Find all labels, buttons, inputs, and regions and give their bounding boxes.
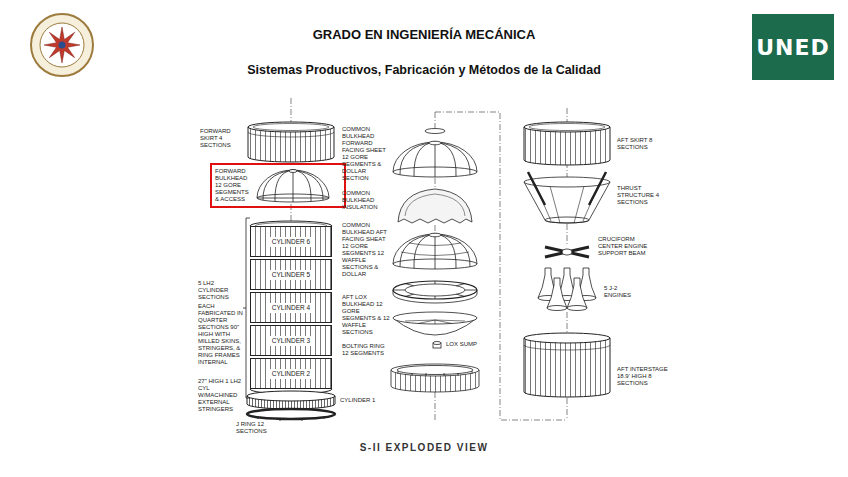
cylinder-bracket	[243, 218, 250, 398]
aft-interstage	[524, 333, 610, 397]
j-ring	[247, 409, 335, 421]
part-label: J RING 12 SECTIONS	[236, 421, 288, 435]
part-label: AFT SKIRT 8 SECTIONS	[617, 137, 673, 151]
cylinder-section: CYLINDER 3	[250, 325, 332, 356]
common-bulkhead-aft-sheet	[429, 233, 441, 237]
forward-bulkhead-dome	[257, 170, 329, 203]
section-label: CYLINDER 6	[268, 237, 314, 247]
lox-sump	[433, 342, 441, 345]
aft-skirt	[529, 124, 605, 131]
forward-skirt	[248, 122, 334, 132]
thrust-structure	[524, 172, 610, 223]
part-label: CYLINDER 1	[340, 397, 384, 404]
part-label: LOX SUMP	[446, 341, 486, 348]
lh2-cylinders	[250, 221, 332, 394]
section-label: CYLINDER 4	[268, 303, 314, 313]
j2-engines	[567, 278, 587, 308]
waffle-ring	[393, 281, 477, 303]
cruciform-beam	[562, 249, 572, 255]
thrust-structure	[545, 217, 589, 223]
university-seal	[40, 23, 84, 67]
cruciform-beam	[545, 247, 589, 257]
course-subtitle: Sistemas Productivos, Fabricación y Méto…	[0, 63, 848, 78]
part-label: EACH FABRICATED IN QUARTER SECTIONS 90" …	[198, 303, 244, 366]
aft-lox-bulkhead	[405, 320, 465, 324]
thrust-structure	[524, 177, 610, 187]
common-bulkhead-forward-sheet	[400, 142, 470, 177]
aft-lox-bulkhead	[393, 312, 477, 324]
waffle-ring	[393, 281, 477, 299]
university-seal	[31, 14, 93, 76]
aft-skirt	[524, 127, 610, 165]
common-bulkhead-forward-sheet	[425, 129, 445, 134]
university-seal	[31, 14, 93, 76]
common-bulkhead-forward-sheet	[429, 141, 441, 145]
cylinder-section: CYLINDER 6	[250, 226, 332, 257]
part-label: THRUST STRUCTURE 4 SECTIONS	[617, 185, 673, 206]
waffle-ring	[405, 284, 465, 296]
forward-skirt	[248, 122, 334, 162]
part-label: AFT INTERSTAGE 18.9' HIGH 8 SECTIONS	[617, 366, 673, 387]
j2-engines	[538, 268, 596, 311]
common-bulkhead-aft-sheet	[393, 233, 477, 269]
bolting-ring	[391, 364, 479, 376]
section-label: CYLINDER 3	[268, 336, 314, 346]
aft-skirt	[524, 122, 610, 165]
aft-interstage	[524, 333, 610, 343]
bulkhead-insulation	[398, 189, 472, 223]
cylinder-section: CYLINDER 5	[250, 259, 332, 290]
bolting-ring	[391, 364, 479, 392]
cylinder-section: CYLINDER 4	[250, 292, 332, 323]
j-ring	[247, 409, 335, 419]
cylinder-section: CYLINDER 2	[250, 358, 332, 389]
aft-interstage	[524, 338, 610, 397]
bulkhead-insulation	[405, 194, 465, 216]
bolting-ring	[398, 371, 472, 376]
cylinder-1-ring	[247, 391, 335, 409]
cruciform-beam	[545, 247, 589, 257]
aft-skirt	[524, 122, 610, 132]
part-label: FORWARD SKIRT 4 SECTIONS	[200, 128, 244, 149]
forward-bulkhead-dome	[289, 170, 297, 173]
j-ring	[258, 417, 324, 421]
common-bulkhead-aft-sheet	[401, 243, 469, 256]
part-label: FORWARD BULKHEAD 12 GORE SEGMENTS & ACCE…	[215, 168, 253, 203]
aft-interstage	[524, 345, 610, 350]
bolting-ring	[397, 366, 473, 375]
part-label: AFT LOX BULKHEAD 12 GORE SEGMENTS & 12 W…	[342, 294, 392, 336]
part-label: COMMON BULKHEAD INSULATION	[342, 190, 392, 211]
brand-logo: UNED	[752, 14, 834, 80]
part-label: CRUCIFORM CENTER ENGINE SUPPORT BEAM	[598, 236, 656, 257]
university-seal	[44, 27, 80, 63]
aft-lox-bulkhead	[393, 312, 477, 335]
part-label: 5 J-2 ENGINES	[604, 285, 644, 299]
thrust-structure	[528, 172, 606, 205]
section-label: CYLINDER 5	[268, 270, 314, 280]
forward-skirt	[253, 124, 329, 131]
section-label: CYLINDER 2	[268, 369, 314, 379]
cylinder-bracket	[243, 218, 250, 398]
part-label: 27" HIGH 1 LH2 CYL W/MACHINED EXTERNAL S…	[198, 378, 244, 413]
bulkhead-insulation	[398, 189, 472, 223]
waffle-ring	[393, 281, 477, 299]
forward-bulkhead-dome	[263, 170, 323, 202]
common-bulkhead-forward-sheet	[393, 129, 477, 178]
university-seal	[59, 42, 66, 49]
figure-caption: S-II EXPLODED VIEW	[0, 442, 848, 454]
j2-engines	[547, 278, 567, 308]
page-title: GRADO EN INGENIERÍA MECÁNICA	[0, 27, 848, 43]
logo-text: UNED	[756, 35, 830, 60]
common-bulkhead-aft-sheet	[400, 234, 470, 269]
part-label: BOLTING RING 12 SEGMENTS	[342, 343, 392, 357]
part-label: COMMON BULKHEAD FORWARD FACING SHEET 12 …	[342, 126, 392, 182]
cylinder-1-ring	[247, 391, 335, 401]
forward-skirt	[248, 132, 334, 137]
lox-sump	[433, 342, 441, 349]
part-label: COMMON BULKHEAD AFT FACING SHEAT 12 GORE…	[342, 222, 392, 278]
part-label: 5 LH2 CYLINDER SECTIONS	[198, 280, 244, 301]
j2-engines	[567, 306, 587, 311]
j2-engines	[547, 306, 567, 311]
highlight-box: FORWARD BULKHEAD 12 GORE SEGMENTS & ACCE…	[210, 163, 346, 208]
